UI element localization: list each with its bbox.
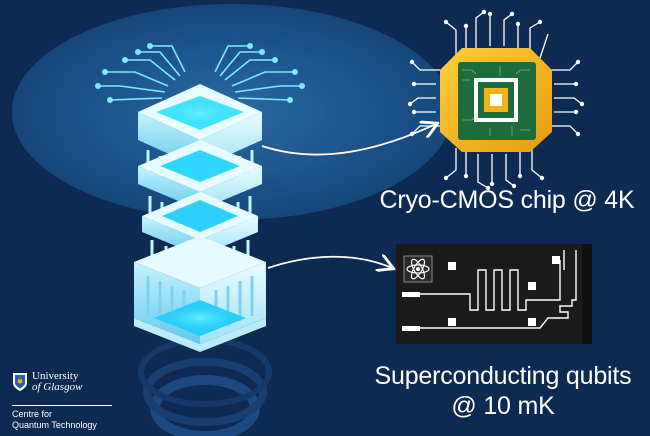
- qubit-pads: [402, 256, 560, 331]
- qubits-label-line2: @ 10 mK: [451, 392, 555, 420]
- resonator-line: [420, 260, 561, 311]
- tier-4: [134, 236, 266, 352]
- arrow-to-cmos: [261, 124, 436, 156]
- centre-name-line1: Centre for: [12, 409, 53, 419]
- cmos-chip-pins: [407, 9, 585, 191]
- base-rings: [138, 337, 272, 436]
- circuit-nodes: [95, 43, 305, 103]
- university-name-line2: of Glasgow: [32, 381, 83, 393]
- university-logo: University of Glasgow Centre for Quantum…: [12, 371, 116, 432]
- qubits-label: Superconducting qubits @ 10 mK: [362, 361, 644, 421]
- feedline: [420, 250, 577, 329]
- university-name-line1: University: [32, 370, 79, 382]
- qubits-label-line1: Superconducting qubits: [374, 362, 632, 390]
- cmos-chip: [407, 9, 585, 191]
- centre-name: Centre for Quantum Technology: [12, 409, 97, 431]
- cmos-label: Cryo-CMOS chip @ 4K: [379, 186, 635, 214]
- crest-icon: [13, 373, 27, 391]
- logo-divider: [12, 405, 112, 406]
- cryostat-stack: [134, 84, 266, 352]
- centre-name-line2: Quantum Technology: [12, 420, 97, 430]
- cmos-chip-traces: [409, 11, 583, 189]
- qubit-chip: [396, 244, 592, 344]
- arrow-to-qubits: [267, 257, 392, 268]
- circuit-traces: [98, 45, 302, 101]
- university-name: University of Glasgow: [32, 371, 82, 393]
- atom-icon: [403, 255, 433, 283]
